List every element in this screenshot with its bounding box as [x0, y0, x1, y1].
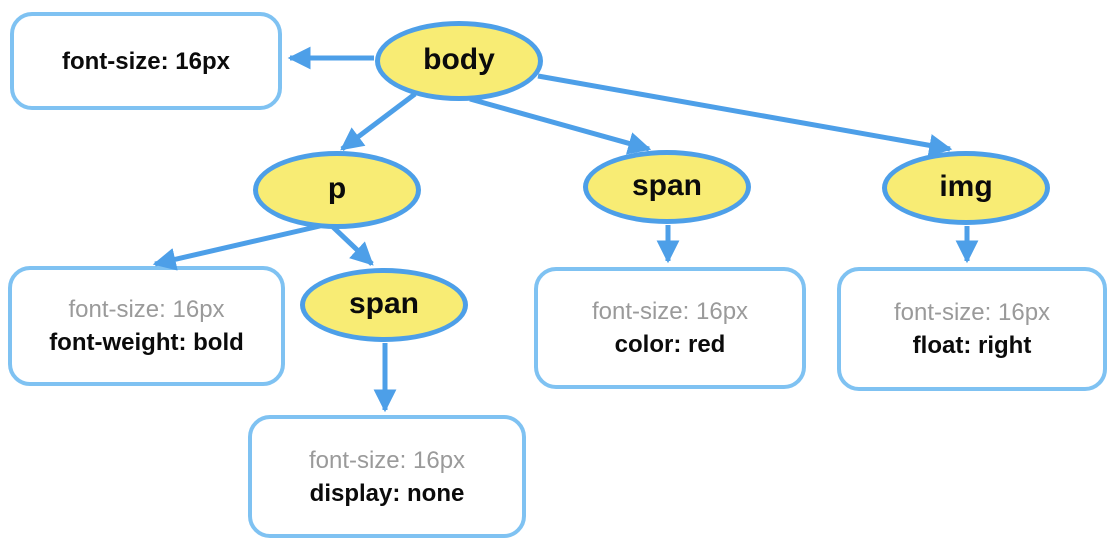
node-p: p	[253, 151, 421, 229]
style-box-span-top: font-size: 16px color: red	[534, 267, 806, 389]
style-line-span-nested-font-size: font-size: 16px	[308, 446, 466, 474]
style-box-body: font-size: 16px	[10, 12, 282, 110]
style-line-img-float: float: right	[912, 332, 1032, 359]
style-line-span-nested-display: display: none	[309, 479, 465, 507]
arrow-p-to-nested-span	[331, 225, 374, 266]
style-line-img-font-size: font-size: 16px	[893, 299, 1051, 326]
style-box-span-nested: font-size: 16px display: none	[248, 415, 526, 538]
arrow-body-to-img	[537, 73, 953, 157]
node-span-top-label: span	[631, 169, 703, 202]
style-line-p-font-size: font-size: 16px	[68, 296, 225, 323]
node-img-label: img	[939, 170, 993, 203]
arrow-p-to-p-style	[152, 223, 321, 271]
node-p-label: p	[327, 172, 347, 205]
node-body: body	[375, 21, 543, 101]
style-line-span-top-color: color: red	[614, 331, 726, 358]
style-line-p-font-weight: font-weight: bold	[49, 329, 244, 356]
node-body-label: body	[423, 43, 495, 76]
style-box-img: font-size: 16px float: right	[837, 267, 1107, 391]
node-span-nested: span	[300, 268, 468, 342]
arrow-body-to-p	[340, 92, 417, 151]
node-span-nested-label: span	[348, 287, 420, 320]
node-span-top: span	[583, 150, 751, 224]
arrow-body-to-span	[469, 96, 652, 155]
style-box-p: font-size: 16px font-weight: bold	[8, 266, 285, 386]
node-img: img	[882, 151, 1050, 225]
style-line-body-font-size: font-size: 16px	[61, 47, 231, 75]
style-line-span-top-font-size: font-size: 16px	[591, 298, 749, 325]
